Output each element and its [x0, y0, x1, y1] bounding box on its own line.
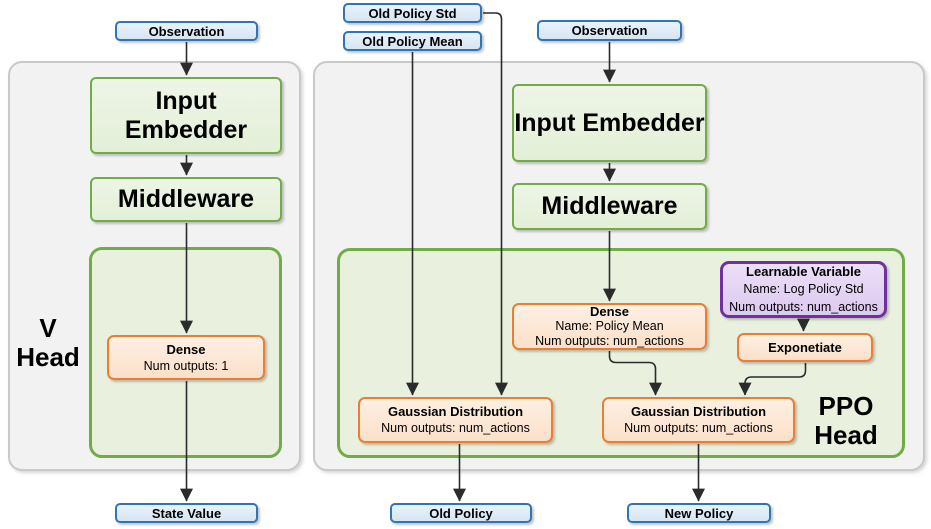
node-learnable-variable: Learnable Variable Name: Log Policy Std … [720, 261, 887, 318]
node-new-policy: New Policy [627, 503, 771, 523]
node-new-policy-label: New Policy [664, 505, 734, 521]
node-old-policy-label: Old Policy [429, 505, 493, 521]
node-old-policy: Old Policy [390, 503, 532, 523]
node-exponetiate: Exponetiate [737, 333, 873, 362]
node-observation-ppo: Observation [537, 20, 682, 41]
node-input-embedder-v-label: Input Embedder [124, 86, 248, 144]
node-dense-policy-mean-outputs: Num outputs: num_actions [535, 334, 684, 348]
node-gaussian-distribution-new-outputs: Num outputs: num_actions [624, 421, 773, 435]
ppo-head-title-line1: PPO [818, 391, 874, 421]
node-old-policy-mean-label: Old Policy Mean [362, 33, 463, 49]
node-learnable-variable-title: Learnable Variable [746, 263, 861, 279]
node-gaussian-distribution-old-title: Gaussian Distribution [387, 404, 524, 419]
node-dense-policy-mean-name: Name: Policy Mean [555, 319, 664, 333]
node-state-value: State Value [115, 503, 258, 523]
v-head-title-line2: Head [16, 342, 80, 372]
node-middleware-v-label: Middleware [117, 185, 255, 213]
node-exponetiate-label: Exponetiate [768, 339, 842, 355]
node-observation-ppo-label: Observation [571, 23, 648, 38]
node-dense-policy-mean-title: Dense [589, 304, 630, 319]
node-middleware-ppo-label: Middleware [541, 192, 678, 220]
node-learnable-variable-outputs: Num outputs: num_actions [729, 299, 878, 314]
node-dense-v: Dense Num outputs: 1 [107, 335, 265, 380]
node-dense-policy-mean: Dense Name: Policy Mean Num outputs: num… [512, 303, 707, 350]
v-head-title-line1: V [39, 313, 57, 343]
node-input-embedder-ppo-label: Input Embedder [514, 108, 705, 137]
node-middleware-ppo: Middleware [512, 183, 707, 230]
node-dense-v-outputs: Num outputs: 1 [143, 358, 229, 373]
node-old-policy-mean: Old Policy Mean [343, 31, 482, 51]
node-gaussian-distribution-new: Gaussian Distribution Num outputs: num_a… [602, 397, 795, 443]
node-dense-v-title: Dense [166, 341, 206, 357]
node-gaussian-distribution-old: Gaussian Distribution Num outputs: num_a… [358, 397, 553, 443]
node-gaussian-distribution-new-title: Gaussian Distribution [630, 404, 767, 419]
node-middleware-v: Middleware [90, 177, 282, 222]
node-observation-v: Observation [115, 21, 258, 41]
node-learnable-variable-name: Name: Log Policy Std [743, 281, 864, 296]
node-old-policy-std: Old Policy Std [343, 3, 482, 23]
v-head-title: V Head [12, 314, 84, 372]
node-input-embedder-ppo: Input Embedder [512, 84, 707, 162]
ppo-head-title-line2: Head [814, 420, 878, 450]
node-state-value-label: State Value [151, 505, 222, 521]
node-observation-v-label: Observation [148, 23, 225, 39]
ppo-head-title: PPO Head [801, 392, 891, 450]
node-gaussian-distribution-old-outputs: Num outputs: num_actions [381, 421, 530, 435]
node-input-embedder-v: Input Embedder [90, 77, 282, 154]
node-old-policy-std-label: Old Policy Std [368, 5, 457, 21]
